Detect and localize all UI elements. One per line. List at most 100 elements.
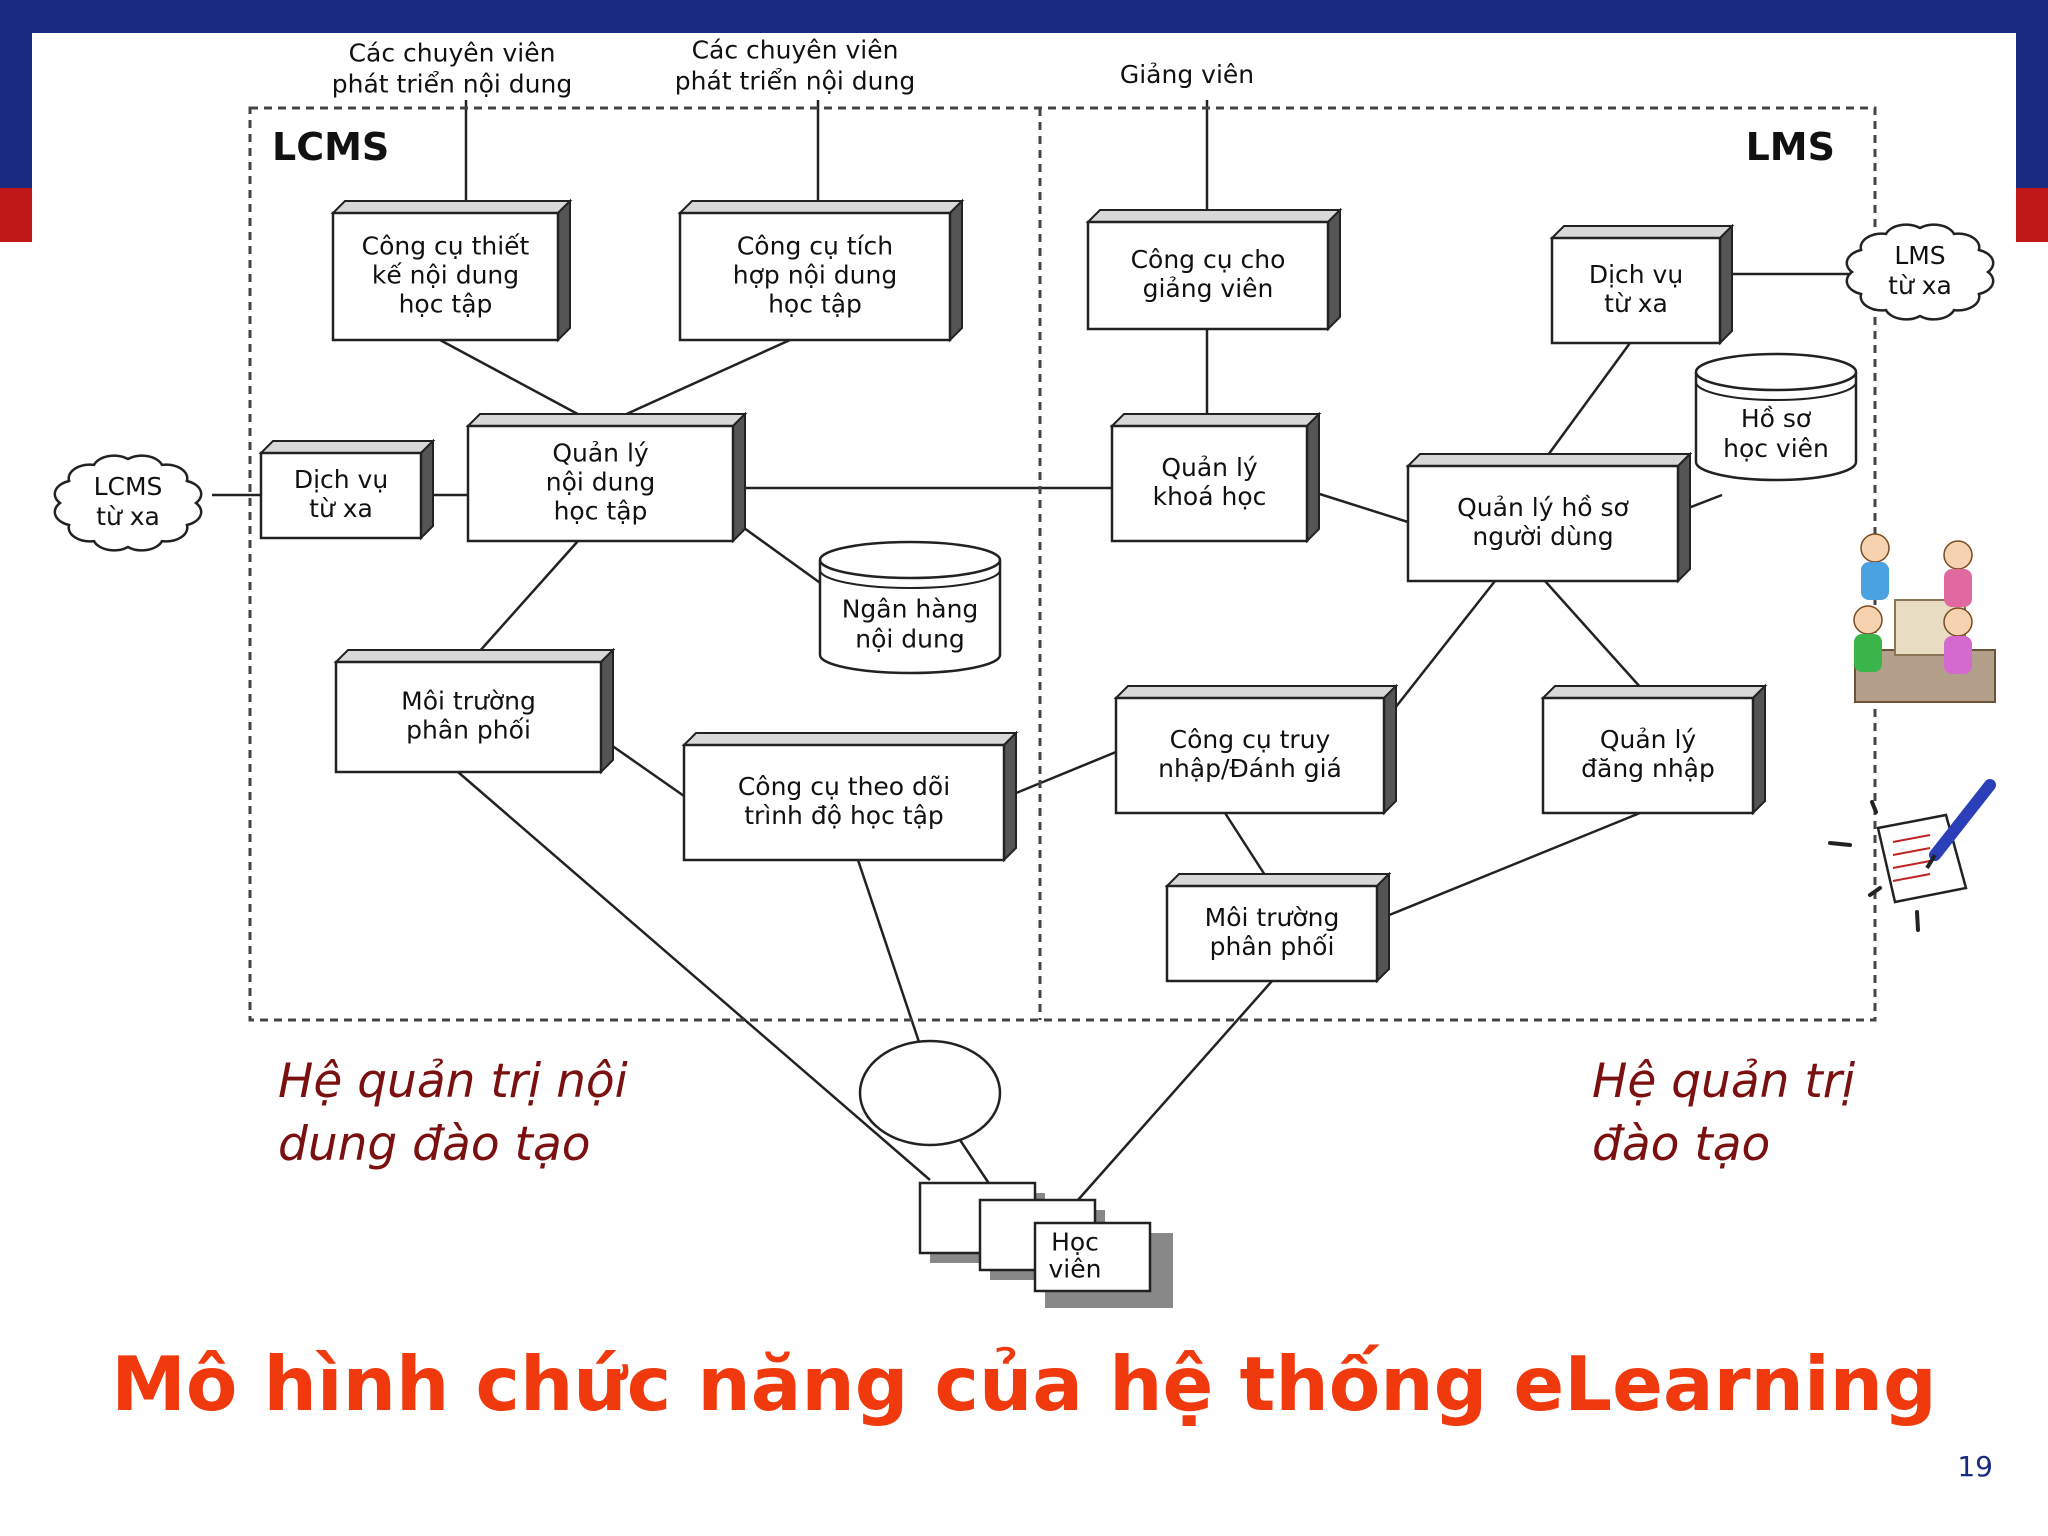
box-top-face <box>1549 225 1735 239</box>
pen-body <box>1929 779 1996 861</box>
learner-card-front <box>1033 1221 1152 1293</box>
box-side-face <box>1327 207 1341 332</box>
box-label-line-1: Quản lý <box>1161 453 1258 482</box>
box-front-face <box>678 211 952 342</box>
connector-18 <box>1383 580 1496 723</box>
box-top-face <box>1109 413 1322 427</box>
box-top-face <box>677 200 965 214</box>
cylinder-top <box>1694 352 1858 392</box>
pen-tip <box>1925 853 1937 870</box>
top-header-bar <box>0 0 2048 33</box>
cloud-label-line-1: LCMS <box>94 472 163 501</box>
slide-title: Mô hình chức năng của hệ thống eLearning <box>111 1340 1937 1428</box>
box-top-face <box>1085 209 1343 223</box>
connector-15 <box>469 540 579 663</box>
motion-tick <box>1868 886 1882 897</box>
box-side-face <box>1383 683 1397 816</box>
caption-lms-line-2: đào tạo <box>1592 1117 1771 1172</box>
learner-label-line-2: viên <box>1049 1255 1102 1284</box>
left-side-band <box>0 0 32 242</box>
child-head <box>1943 607 1973 637</box>
box-front-face <box>1114 696 1386 815</box>
cloud-label-line-1: LMS <box>1894 241 1945 270</box>
box-side-face <box>732 411 746 544</box>
caption-lms: Hệ quản trị đào tạo <box>1592 1050 1855 1176</box>
box-label-line-1: Quản lý <box>552 439 649 468</box>
motion-tick <box>1915 910 1920 932</box>
actor-content-dev-1-line-2: phát triển nội dung <box>332 70 572 99</box>
connector-21 <box>1376 811 1641 922</box>
box-label-line-1: Quản lý hồ sơ <box>1457 493 1629 522</box>
cloud-label-line-2: từ xa <box>96 502 160 531</box>
learner-label-line-1: Học <box>1051 1228 1099 1257</box>
box-front-face <box>1086 220 1330 331</box>
diagram-shapes: LCMS LMS Các chuyên viên phát triển nội dun… <box>53 36 1996 1308</box>
box-side-face <box>557 198 571 343</box>
children-clipart <box>1853 533 1996 703</box>
box-top-face <box>330 200 573 214</box>
box-front-face <box>1550 236 1722 345</box>
connector-19 <box>1544 580 1651 699</box>
connector-24 <box>958 1139 992 1186</box>
box-front-face <box>466 424 735 543</box>
elearning-functional-diagram: LCMS LMS Các chuyên viên phát triển nội dun… <box>53 36 1996 1308</box>
box-top-face <box>1164 873 1392 887</box>
box-label-line-2: kế nội dung <box>372 261 519 290</box>
child-head <box>1853 605 1883 635</box>
box-label-line-2: nội dung <box>546 468 655 497</box>
box-side-face <box>1376 871 1390 984</box>
cylinder-body <box>1694 372 1858 482</box>
box-label-line-3: học tập <box>768 290 862 319</box>
child-head <box>1860 533 1890 563</box>
box-side-face <box>600 647 614 775</box>
box-top-face <box>258 440 436 454</box>
box-front-face <box>682 743 1006 862</box>
actor-content-dev-2-line-1: Các chuyên viên <box>692 36 899 65</box>
box-label-line-2: từ xa <box>1604 289 1668 318</box>
box-label-line-2: hợp nội dung <box>733 261 897 290</box>
connector-22 <box>457 771 931 1181</box>
right-band-blue <box>2016 0 2048 188</box>
connector-17 <box>1003 750 1117 800</box>
box-front-face <box>1165 884 1379 983</box>
store-label-line-1: Ngân hàng <box>842 595 979 624</box>
box-top-face <box>333 649 616 663</box>
cloud-shape <box>1845 223 1995 321</box>
box-label-line-2: khoá học <box>1153 482 1267 511</box>
connector-5 <box>439 338 601 428</box>
right-band-red <box>2016 188 2048 242</box>
box-label-line-1: Công cụ truy <box>1170 725 1331 754</box>
box-front-face <box>331 211 560 342</box>
box-label-line-1: Công cụ cho <box>1131 245 1286 274</box>
pen-paper-icon <box>1828 779 1996 932</box>
right-side-band <box>2016 0 2048 242</box>
page-number: 19 <box>1957 1450 1993 1483</box>
box-front-face <box>1406 464 1680 583</box>
box-label-line-3: học tập <box>554 497 648 526</box>
box-top-face <box>1540 685 1768 699</box>
box-top-face <box>1405 453 1693 467</box>
paper-scribble <box>1892 847 1931 856</box>
connector-13 <box>1538 342 1632 467</box>
box-side-face <box>1306 411 1320 544</box>
caption-lcms: Hệ quản trị nội dung đào tạo <box>278 1050 628 1176</box>
box-front-face <box>334 660 603 774</box>
child-body <box>1854 634 1882 672</box>
box-side-face <box>1003 730 1017 863</box>
box-side-face <box>1677 451 1691 584</box>
child-body <box>1944 636 1972 674</box>
paper-scribble <box>1892 873 1931 882</box>
box-label-line-1: Môi trường <box>1205 903 1340 932</box>
box-side-face <box>420 438 434 541</box>
box-front-face <box>1110 424 1309 543</box>
cylinder-ring <box>819 569 1001 589</box>
box-top-face <box>465 413 748 427</box>
